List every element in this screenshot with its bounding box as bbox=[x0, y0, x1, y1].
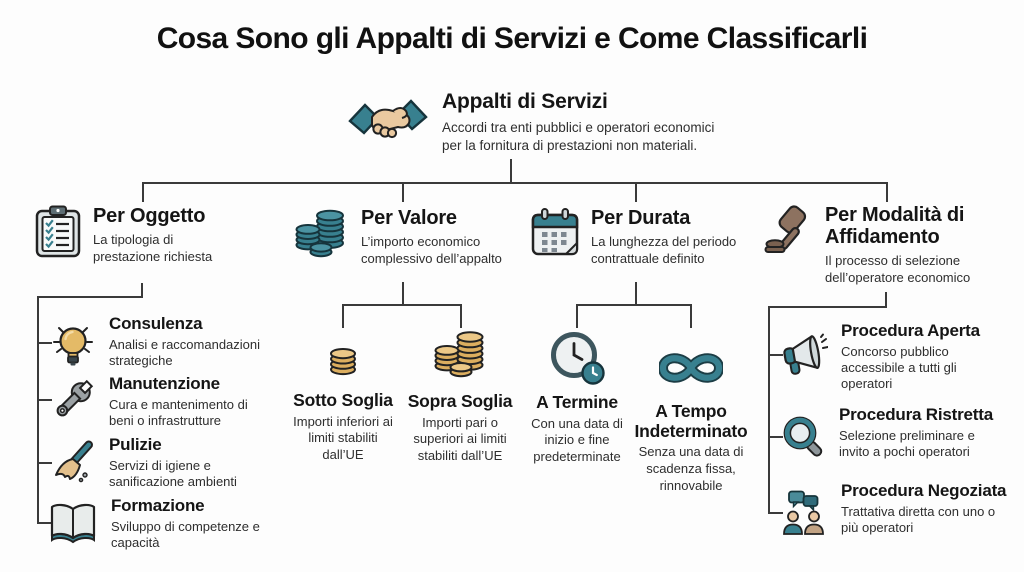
item-sopra-soglia: Sopra Soglia Importi pari o superiori ai… bbox=[396, 328, 524, 465]
item-description: Analisi e raccomandazioni strategiche bbox=[109, 336, 261, 368]
item-description: Importi inferiori ai limiti stabiliti da… bbox=[293, 413, 393, 463]
item-description: Servizi di igiene e sanificazione ambien… bbox=[109, 457, 237, 489]
item-heading: Pulizie bbox=[109, 435, 162, 454]
item-heading: Procedura Ristretta bbox=[839, 405, 993, 424]
item-description: Senza una data di scadenza fissa, rinnov… bbox=[638, 444, 744, 493]
branch-per-modalita: Per Modalità di Affidamento Il processo … bbox=[762, 204, 993, 286]
item-procedura-aperta: Procedura Aperta Concorso pubblico acces… bbox=[780, 321, 1003, 392]
branch-description: La lunghezza del periodo contrattuale de… bbox=[591, 234, 737, 266]
branch-per-durata: Per Durata La lunghezza del periodo cont… bbox=[530, 207, 749, 267]
item-description: Selezione preliminare e invito a pochi o… bbox=[839, 427, 975, 459]
item-a-tempo-indeterminato: A Tempo Indeterminato Senza una data di … bbox=[622, 330, 760, 495]
item-description: Importi pari o superiori ai limiti stabi… bbox=[413, 414, 507, 464]
item-procedura-negoziata: Procedura Negoziata Trattativa diretta c… bbox=[780, 481, 1007, 536]
handshake-icon bbox=[348, 90, 428, 150]
clock-icon bbox=[548, 330, 606, 386]
branch-description: L’importo economico complessivo dell’app… bbox=[361, 234, 502, 266]
item-heading: A Termine bbox=[536, 392, 618, 412]
coins-large-icon bbox=[432, 328, 488, 378]
item-procedura-ristretta: Procedura Ristretta Selezione preliminar… bbox=[780, 405, 1001, 460]
lightbulb-icon bbox=[50, 319, 96, 367]
item-description: Concorso pubblico accessibile a tutti gl… bbox=[841, 343, 957, 392]
megaphone-icon bbox=[780, 333, 828, 377]
coins-icon bbox=[294, 207, 350, 259]
item-description: Cura e mantenimento di beni o infrastrut… bbox=[109, 396, 248, 428]
branch-heading: Per Durata bbox=[591, 207, 691, 229]
coins-small-icon bbox=[325, 332, 361, 376]
item-heading: Procedura Aperta bbox=[841, 321, 980, 340]
item-heading: Consulenza bbox=[109, 314, 203, 333]
item-sotto-soglia: Sotto Soglia Importi inferiori ai limiti… bbox=[286, 332, 400, 464]
gavel-icon bbox=[762, 204, 814, 254]
item-pulizie: Pulizie Servizi di igiene e sanificazion… bbox=[50, 435, 271, 490]
item-formazione: Formazione Sviluppo di competenze e capa… bbox=[48, 496, 273, 551]
root-heading: Appalti di Servizi bbox=[442, 90, 608, 113]
broom-icon bbox=[50, 438, 96, 484]
page-title: Cosa Sono gli Appalti di Servizi e Come … bbox=[156, 22, 868, 55]
branch-description: Il processo di selezione dell’operatore … bbox=[825, 253, 971, 285]
item-heading: Procedura Negoziata bbox=[841, 481, 1007, 500]
people-chat-icon bbox=[780, 490, 828, 536]
item-heading: Sotto Soglia bbox=[293, 390, 393, 410]
branch-heading: Per Valore bbox=[361, 207, 457, 229]
item-description: Sviluppo di competenze e capacità bbox=[111, 518, 260, 550]
wrench-icon bbox=[50, 377, 96, 423]
item-manutenzione: Manutenzione Cura e mantenimento di beni… bbox=[50, 374, 271, 429]
item-heading: Sopra Soglia bbox=[407, 391, 513, 411]
infinity-icon bbox=[659, 330, 723, 395]
item-description: Con una data di inizio e fine predetermi… bbox=[531, 415, 623, 465]
root-description: Accordi tra enti pubblici e operatori ec… bbox=[442, 120, 715, 153]
branch-heading: Per Modalità di Affidamento bbox=[825, 204, 965, 248]
item-heading: Manutenzione bbox=[109, 374, 220, 393]
item-description: Trattativa diretta con uno o più operato… bbox=[841, 503, 996, 535]
item-a-termine: A Termine Con una data di inizio e fine … bbox=[518, 330, 636, 466]
clipboard-icon bbox=[34, 205, 82, 259]
calendar-icon bbox=[530, 207, 580, 257]
branch-description: La tipologia di prestazione richiesta bbox=[93, 232, 213, 264]
branch-per-valore: Per Valore L’importo economico complessi… bbox=[294, 207, 519, 267]
item-heading: Formazione bbox=[111, 496, 205, 515]
book-icon bbox=[48, 501, 98, 545]
branch-heading: Per Oggetto bbox=[93, 205, 206, 227]
item-heading: A Tempo Indeterminato bbox=[634, 401, 748, 441]
magnifier-icon bbox=[780, 414, 826, 460]
item-consulenza: Consulenza Analisi e raccomandazioni str… bbox=[50, 314, 271, 369]
branch-per-oggetto: Per Oggetto La tipologia di prestazione … bbox=[34, 205, 225, 265]
root-node: Appalti di Servizi Accordi tra enti pubb… bbox=[348, 90, 742, 154]
